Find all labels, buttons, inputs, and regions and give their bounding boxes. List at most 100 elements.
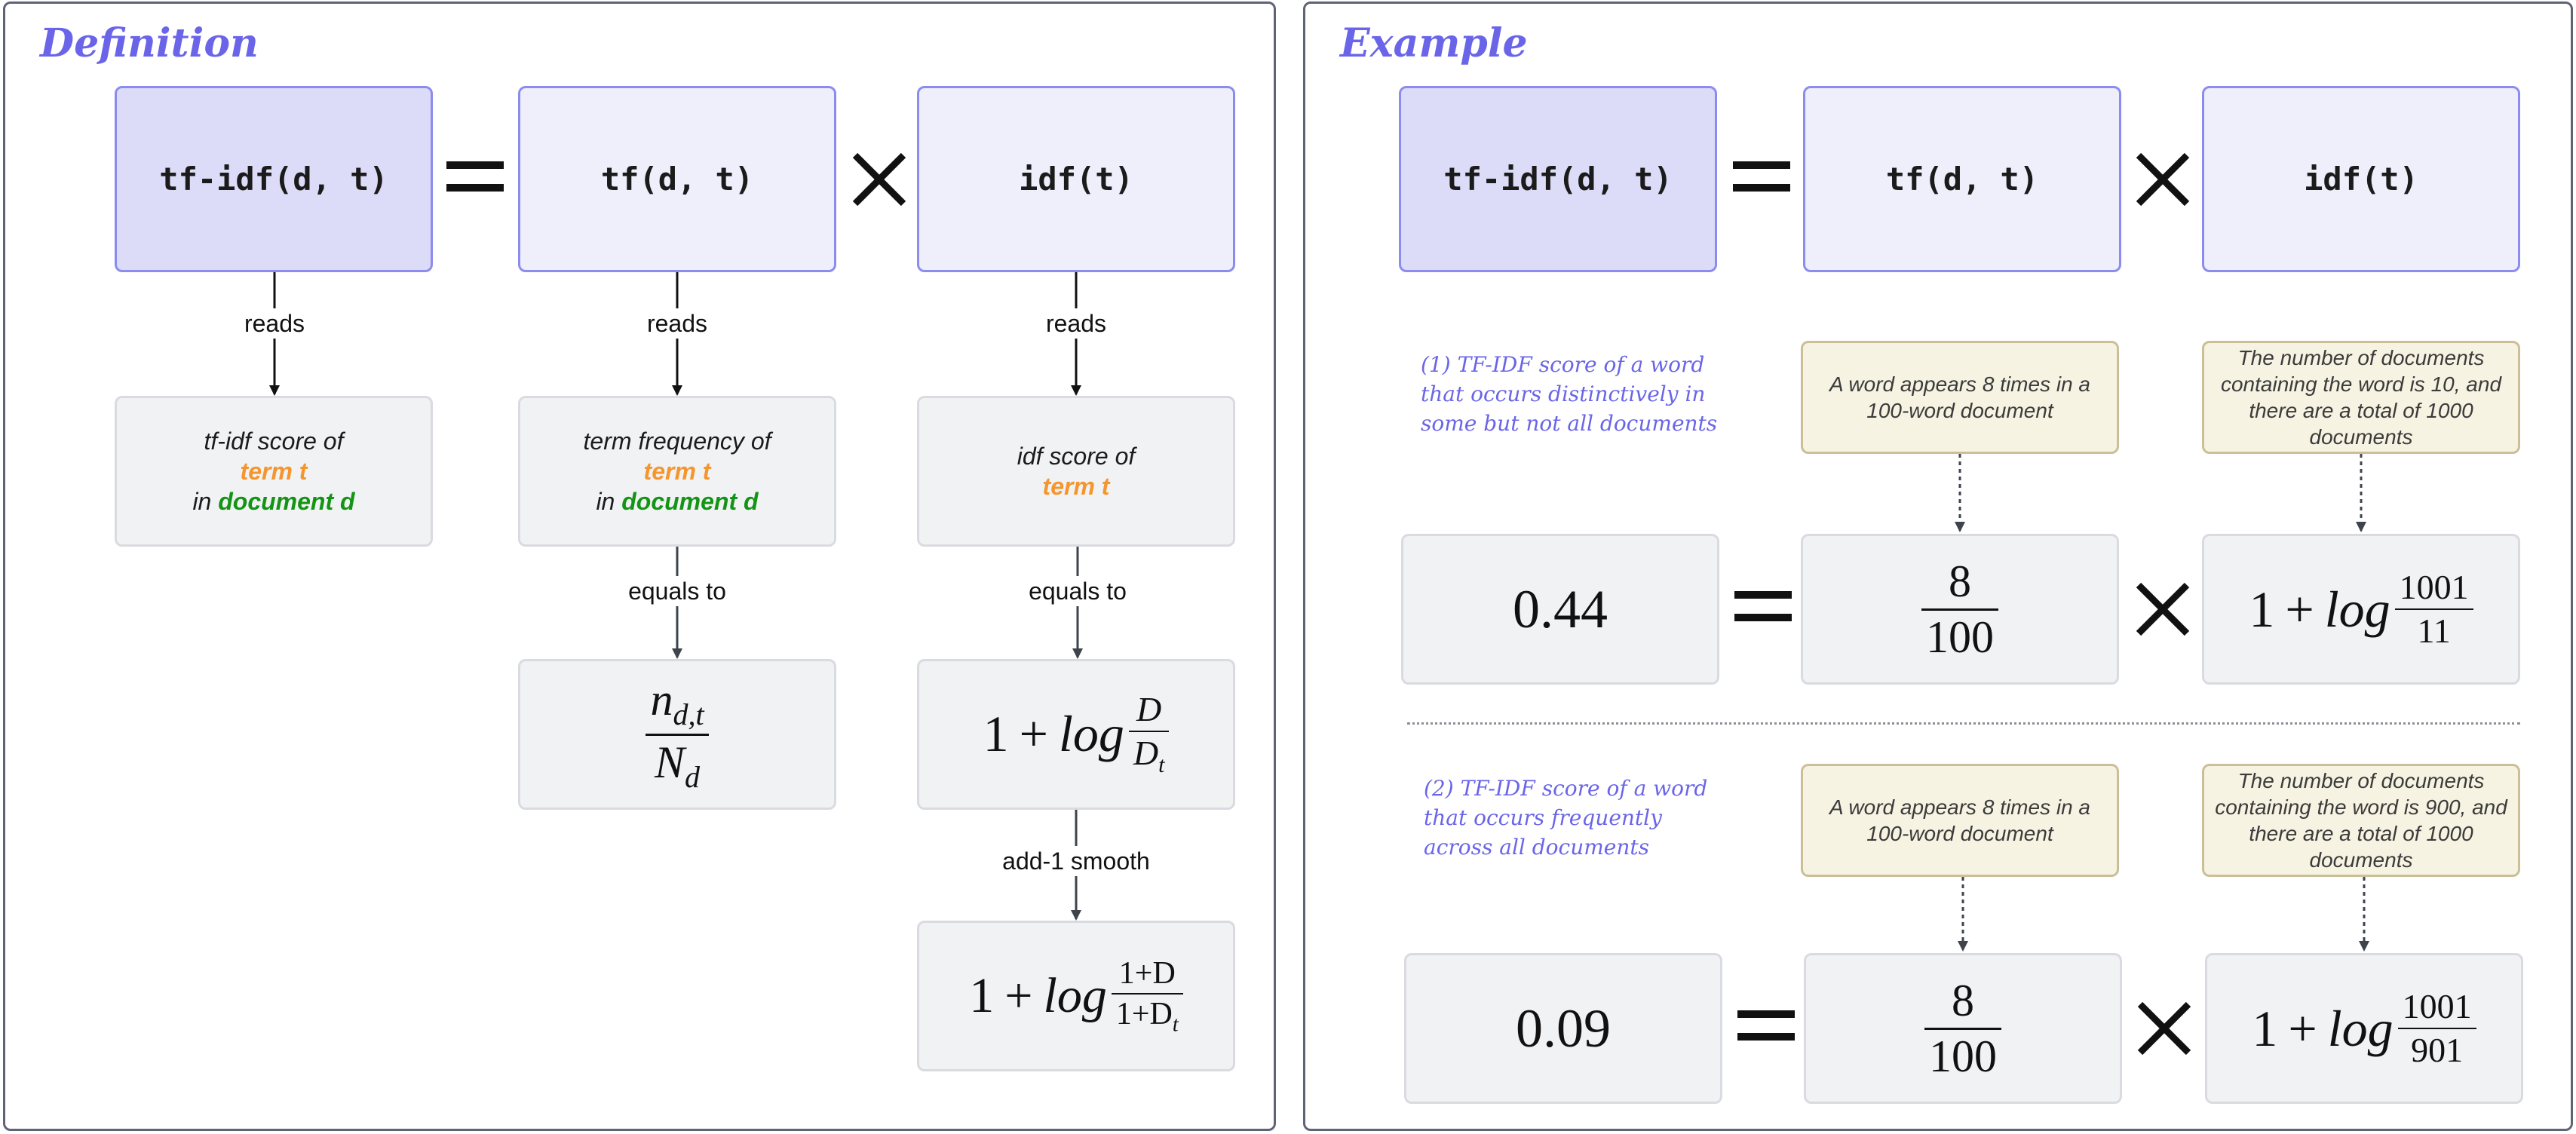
def-idf-desc-term: term t [1042,473,1110,500]
case-1-idf-note: The number of documents containing the w… [2202,341,2520,454]
def-tf-desc-term: term t [643,458,711,485]
case-2-tf-num: 8 [1952,975,1974,1025]
case-2-result: 0.09 [1516,998,1611,1059]
def-tf-desc-box: term frequency of term t in document d [518,396,836,547]
case-1-tf-note-text: A word appears 8 times in a 100-word doc… [1829,372,2091,422]
case-2-result-box: 0.09 [1404,953,1722,1104]
def-idf-desc-box: idf score of term t [917,396,1235,547]
def-smooth-plus: + [1004,968,1033,1023]
def-idf-num: D [1136,690,1162,728]
def-tfidf-desc-doc: document d [218,488,355,515]
def-tf-desc-doc: document d [621,488,759,515]
def-smooth-den: 1+D [1115,996,1173,1031]
ex-tf-box: tf(d, t) [1803,86,2121,272]
def-tfidf-desc-box: tf-idf score of term t in document d [115,396,433,547]
def-idf-box: idf(t) [917,86,1235,272]
def-tfidf-desc-term: term t [240,458,308,485]
case-1-idf-one: 1 [2249,580,2275,638]
case-2-tf-fraction: 8 100 [1924,975,2001,1081]
case-2-equals-operator [1737,1010,1795,1041]
def-tfidf-desc-in: in [192,488,219,515]
case-2-idf-one: 1 [2252,999,2278,1057]
case-1-idf-plus: + [2285,580,2314,638]
ex-tf-label: tf(d, t) [1885,161,2039,198]
def-idf-log: log [1058,705,1124,763]
def-tf-label: tf(d, t) [600,161,754,198]
def-idf-reads-label: reads [1041,308,1112,339]
example-title: Example [1340,20,1528,66]
case-1-idf-log: log [2324,580,2390,638]
def-idf-smooth-box: 1 + log 1+D 1+Dt [917,921,1235,1071]
case-1-idf-num: 1001 [2399,567,2469,606]
case-2-tf-note: A word appears 8 times in a 100-word doc… [1801,764,2119,877]
def-idf-one: 1 [983,705,1009,763]
def-tf-equals-label: equals to [624,576,731,606]
case-1-tf-num: 8 [1949,556,1971,606]
def-idf-formula-box: 1 + log D Dt [917,659,1235,810]
def-idf-equals-label: equals to [1024,576,1131,606]
case-2-multiply-operator [2137,1001,2191,1056]
def-smooth-num: 1+D [1118,955,1176,991]
case-2-idf-note: The number of documents containing the w… [2202,764,2520,877]
ex-idf-box: idf(t) [2202,86,2520,272]
case-1-tf-den: 100 [1926,611,1994,662]
case-1-idf-note-text: The number of documents containing the w… [2220,346,2502,449]
case-1-label: (1) TF-IDF score of a word that occurs d… [1421,352,1718,436]
case-2-tf-note-text: A word appears 8 times in a 100-word doc… [1829,795,2091,845]
def-smooth-den-sub: t [1172,1013,1179,1037]
case-2-label: (2) TF-IDF score of a word that occurs f… [1424,776,1708,860]
def-tf-box: tf(d, t) [518,86,836,272]
def-idf-desc-pre: idf score of [1017,443,1136,470]
case-1-multiply-operator [2136,582,2190,636]
def-tf-den: N [654,737,685,787]
def-equals-operator [446,161,504,192]
case-2-idf-note-text: The number of documents containing the w… [2215,769,2507,872]
def-tfidf-label: tf-idf(d, t) [159,161,388,198]
ex-multiply-operator [2136,152,2190,207]
def-tf-formula: nd,t Nd [646,674,709,794]
def-tf-formula-box: nd,t Nd [518,659,836,810]
case-2-idf-formula: 1 + log 1001 901 [2252,988,2476,1069]
def-tfidf-desc-pre: tf-idf score of [204,428,344,455]
case-1-tf-box: 8 100 [1801,534,2119,685]
case-1-tf-note: A word appears 8 times in a 100-word doc… [1801,341,2119,454]
definition-title: Definition [40,20,259,66]
ex-tfidf-box: tf-idf(d, t) [1399,86,1717,272]
ex-idf-label: idf(t) [2304,161,2418,198]
def-smooth-log: log [1043,968,1107,1023]
def-idf-den-sub: t [1158,752,1165,778]
def-tf-reads-label: reads [642,308,713,339]
def-tf-den-sub: d [685,759,701,794]
case-1-tf-fraction: 8 100 [1921,556,1998,662]
case-2-idf-den: 901 [2411,1031,2464,1069]
def-tf-num-sub: d,t [673,697,704,731]
cases-separator [1407,722,2520,725]
def-smooth-one: 1 [969,968,995,1023]
def-smooth-label: add-1 smooth [998,846,1155,876]
case-2-idf-box: 1 + log 1001 901 [2205,953,2523,1104]
case-1-idf-formula: 1 + log 1001 11 [2249,569,2473,650]
ex-equals-operator [1733,161,1790,192]
case-1-result: 0.44 [1513,578,1608,639]
def-tf-num: n [650,674,673,725]
def-tf-desc-in: in [596,488,622,515]
case-2-tf-den: 100 [1929,1031,1997,1081]
case-2-idf-log: log [2327,999,2394,1057]
def-idf-smooth-formula: 1 + log 1+D 1+Dt [969,955,1183,1037]
ex-tfidf-label: tf-idf(d, t) [1443,161,1673,198]
case-1-idf-box: 1 + log 1001 11 [2202,534,2520,685]
case-1-idf-den: 11 [2417,611,2451,650]
def-idf-label: idf(t) [1019,161,1133,198]
def-idf-den: D [1133,734,1159,773]
case-1-result-box: 0.44 [1401,534,1719,685]
def-idf-plus: + [1019,705,1048,763]
case-2-idf-plus: + [2288,999,2317,1057]
case-2-idf-num: 1001 [2402,986,2472,1025]
def-tfidf-reads-label: reads [239,308,310,339]
case-1-equals-operator [1734,591,1792,621]
def-idf-formula: 1 + log D Dt [983,691,1170,777]
def-tfidf-box: tf-idf(d, t) [115,86,433,272]
def-tf-desc-pre: term frequency of [583,428,771,455]
case-2-tf-box: 8 100 [1804,953,2122,1104]
